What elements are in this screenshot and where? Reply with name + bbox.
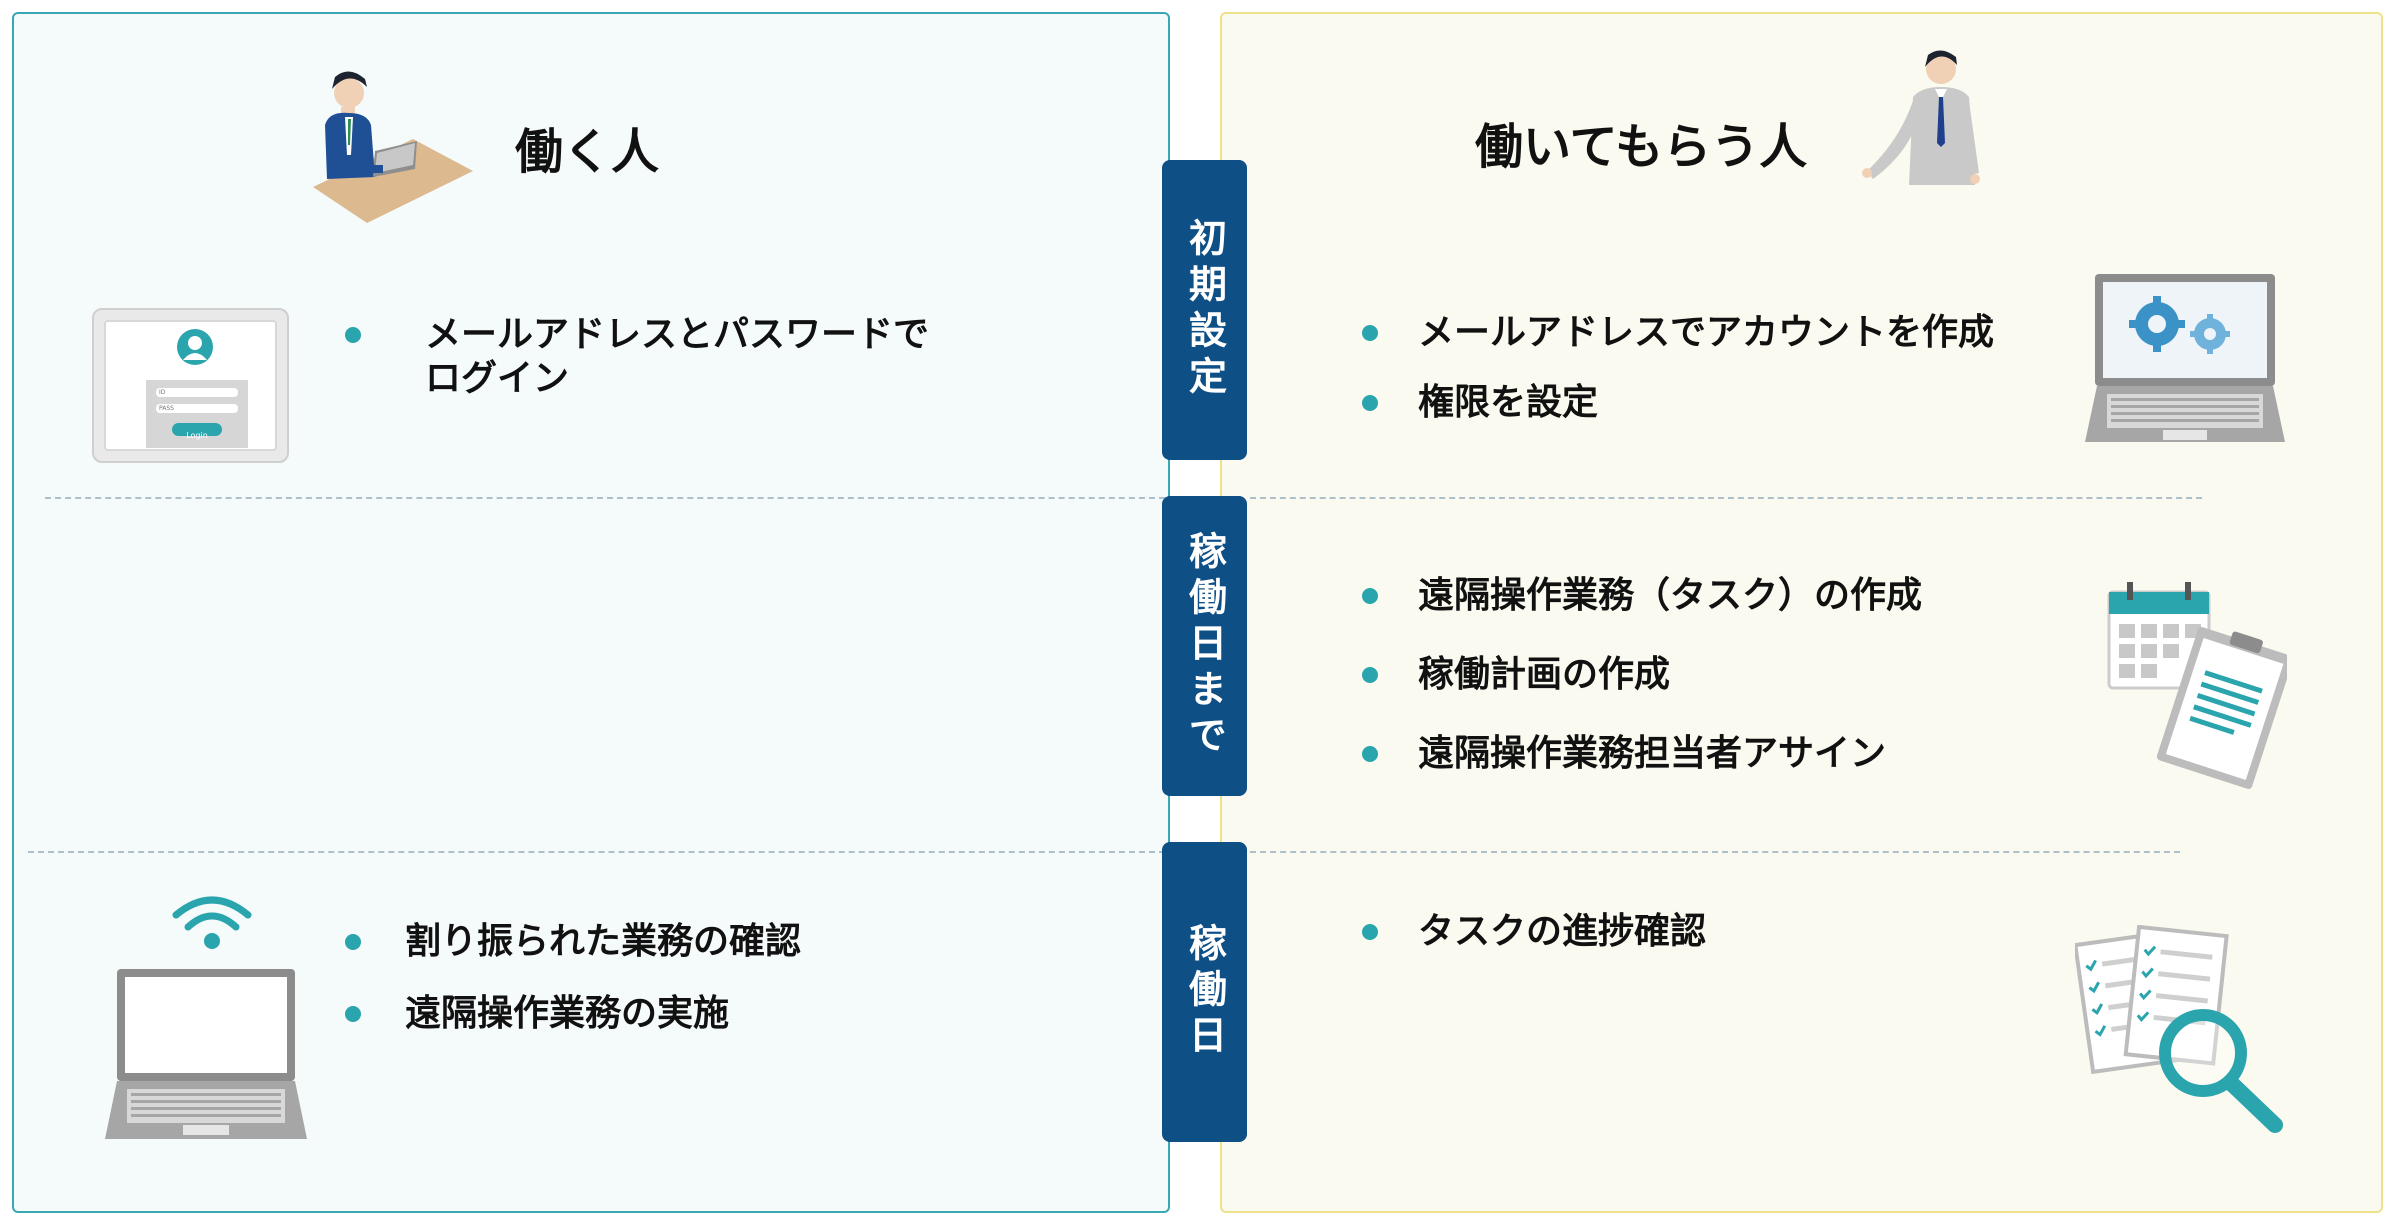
bullet-dot xyxy=(1362,325,1378,341)
login-card-inner: ID PASS Login xyxy=(104,320,277,451)
id-field-label: ID xyxy=(159,389,166,396)
worker-setup-list: メールアドレスとパスワードで ログイン xyxy=(345,313,929,401)
login-button-label: Login xyxy=(186,431,208,440)
phase-label: 稼働日まで xyxy=(1182,531,1227,761)
wifi-icon xyxy=(172,896,252,949)
phase-label: 初期設定 xyxy=(1182,218,1227,402)
divider-2-left xyxy=(28,851,1165,853)
bullet-dot xyxy=(1362,395,1378,411)
employer-heading: 働いてもらう人 xyxy=(1475,119,1808,175)
phase-workday: 稼働日 xyxy=(1162,842,1247,1142)
bullet-dot xyxy=(1362,924,1378,940)
list-item-line: 権限を設定 xyxy=(1418,382,1599,423)
login-button: Login xyxy=(172,423,222,440)
list-item: 権限を設定 xyxy=(1362,381,1994,425)
pass-field-label: PASS xyxy=(159,405,174,412)
list-item-line: 遠隔操作業務の実施 xyxy=(405,993,730,1034)
divider-1-left xyxy=(45,497,1165,499)
list-item: メールアドレスとパスワードで ログイン xyxy=(345,313,929,401)
list-item-line: メールアドレスとパスワードで xyxy=(425,314,930,355)
list-item-line: タスクの進捗確認 xyxy=(1418,911,1707,952)
bullet-dot xyxy=(345,327,361,343)
bullet-dot xyxy=(1362,588,1378,604)
login-form: ID PASS Login xyxy=(146,380,248,448)
employer-prep-list: 遠隔操作業務（タスク）の作成 稼働計画の作成 遠隔操作業務担当者アサイン xyxy=(1362,574,1922,776)
checklist-magnifier-icon xyxy=(2075,925,2283,1133)
list-item-line: ログイン xyxy=(425,358,570,399)
laptop-icon xyxy=(105,969,307,1139)
bullet-dot xyxy=(345,1006,361,1022)
list-item: メールアドレスでアカウントを作成 xyxy=(1362,311,1994,355)
divider-1-right xyxy=(1250,497,2202,499)
id-field: ID xyxy=(156,388,238,397)
list-item: 割り振られた業務の確認 xyxy=(345,920,801,964)
employer-setup-list: メールアドレスでアカウントを作成 権限を設定 xyxy=(1362,311,1994,425)
calendar-clipboard-icon xyxy=(2107,582,2287,789)
list-item-line: メールアドレスでアカウントを作成 xyxy=(1418,312,1995,353)
list-item-line: 稼働計画の作成 xyxy=(1418,654,1671,695)
phase-initial-setup: 初期設定 xyxy=(1162,160,1247,460)
list-item: 遠隔操作業務（タスク）の作成 xyxy=(1362,574,1922,618)
pass-field: PASS xyxy=(156,404,238,413)
worker-heading: 働く人 xyxy=(515,124,660,180)
list-item: タスクの進捗確認 xyxy=(1362,910,1706,954)
list-item: 遠隔操作業務の実施 xyxy=(345,992,801,1036)
user-avatar-icon xyxy=(177,329,213,365)
login-screen-icon: ID PASS Login xyxy=(92,308,289,463)
laptop-settings-icon xyxy=(2085,274,2285,442)
bullet-dot xyxy=(1362,746,1378,762)
divider-2-right xyxy=(1250,851,2180,853)
employer-workday-list: タスクの進捗確認 xyxy=(1362,910,1706,954)
list-item-line: 遠隔操作業務（タスク）の作成 xyxy=(1418,575,1923,616)
worker-workday-list: 割り振られた業務の確認 遠隔操作業務の実施 xyxy=(345,920,801,1036)
bullet-dot xyxy=(1362,667,1378,683)
phase-until-workday: 稼働日まで xyxy=(1162,496,1247,796)
list-item-line: 遠隔操作業務担当者アサイン xyxy=(1418,733,1887,774)
bullet-dot xyxy=(345,934,361,950)
list-item-line: 割り振られた業務の確認 xyxy=(405,921,802,962)
manager-standing-icon xyxy=(1862,50,1980,185)
worker-at-desk-icon xyxy=(313,71,473,223)
list-item: 稼働計画の作成 xyxy=(1362,653,1922,697)
phase-label: 稼働日 xyxy=(1182,923,1227,1061)
list-item: 遠隔操作業務担当者アサイン xyxy=(1362,732,1922,776)
